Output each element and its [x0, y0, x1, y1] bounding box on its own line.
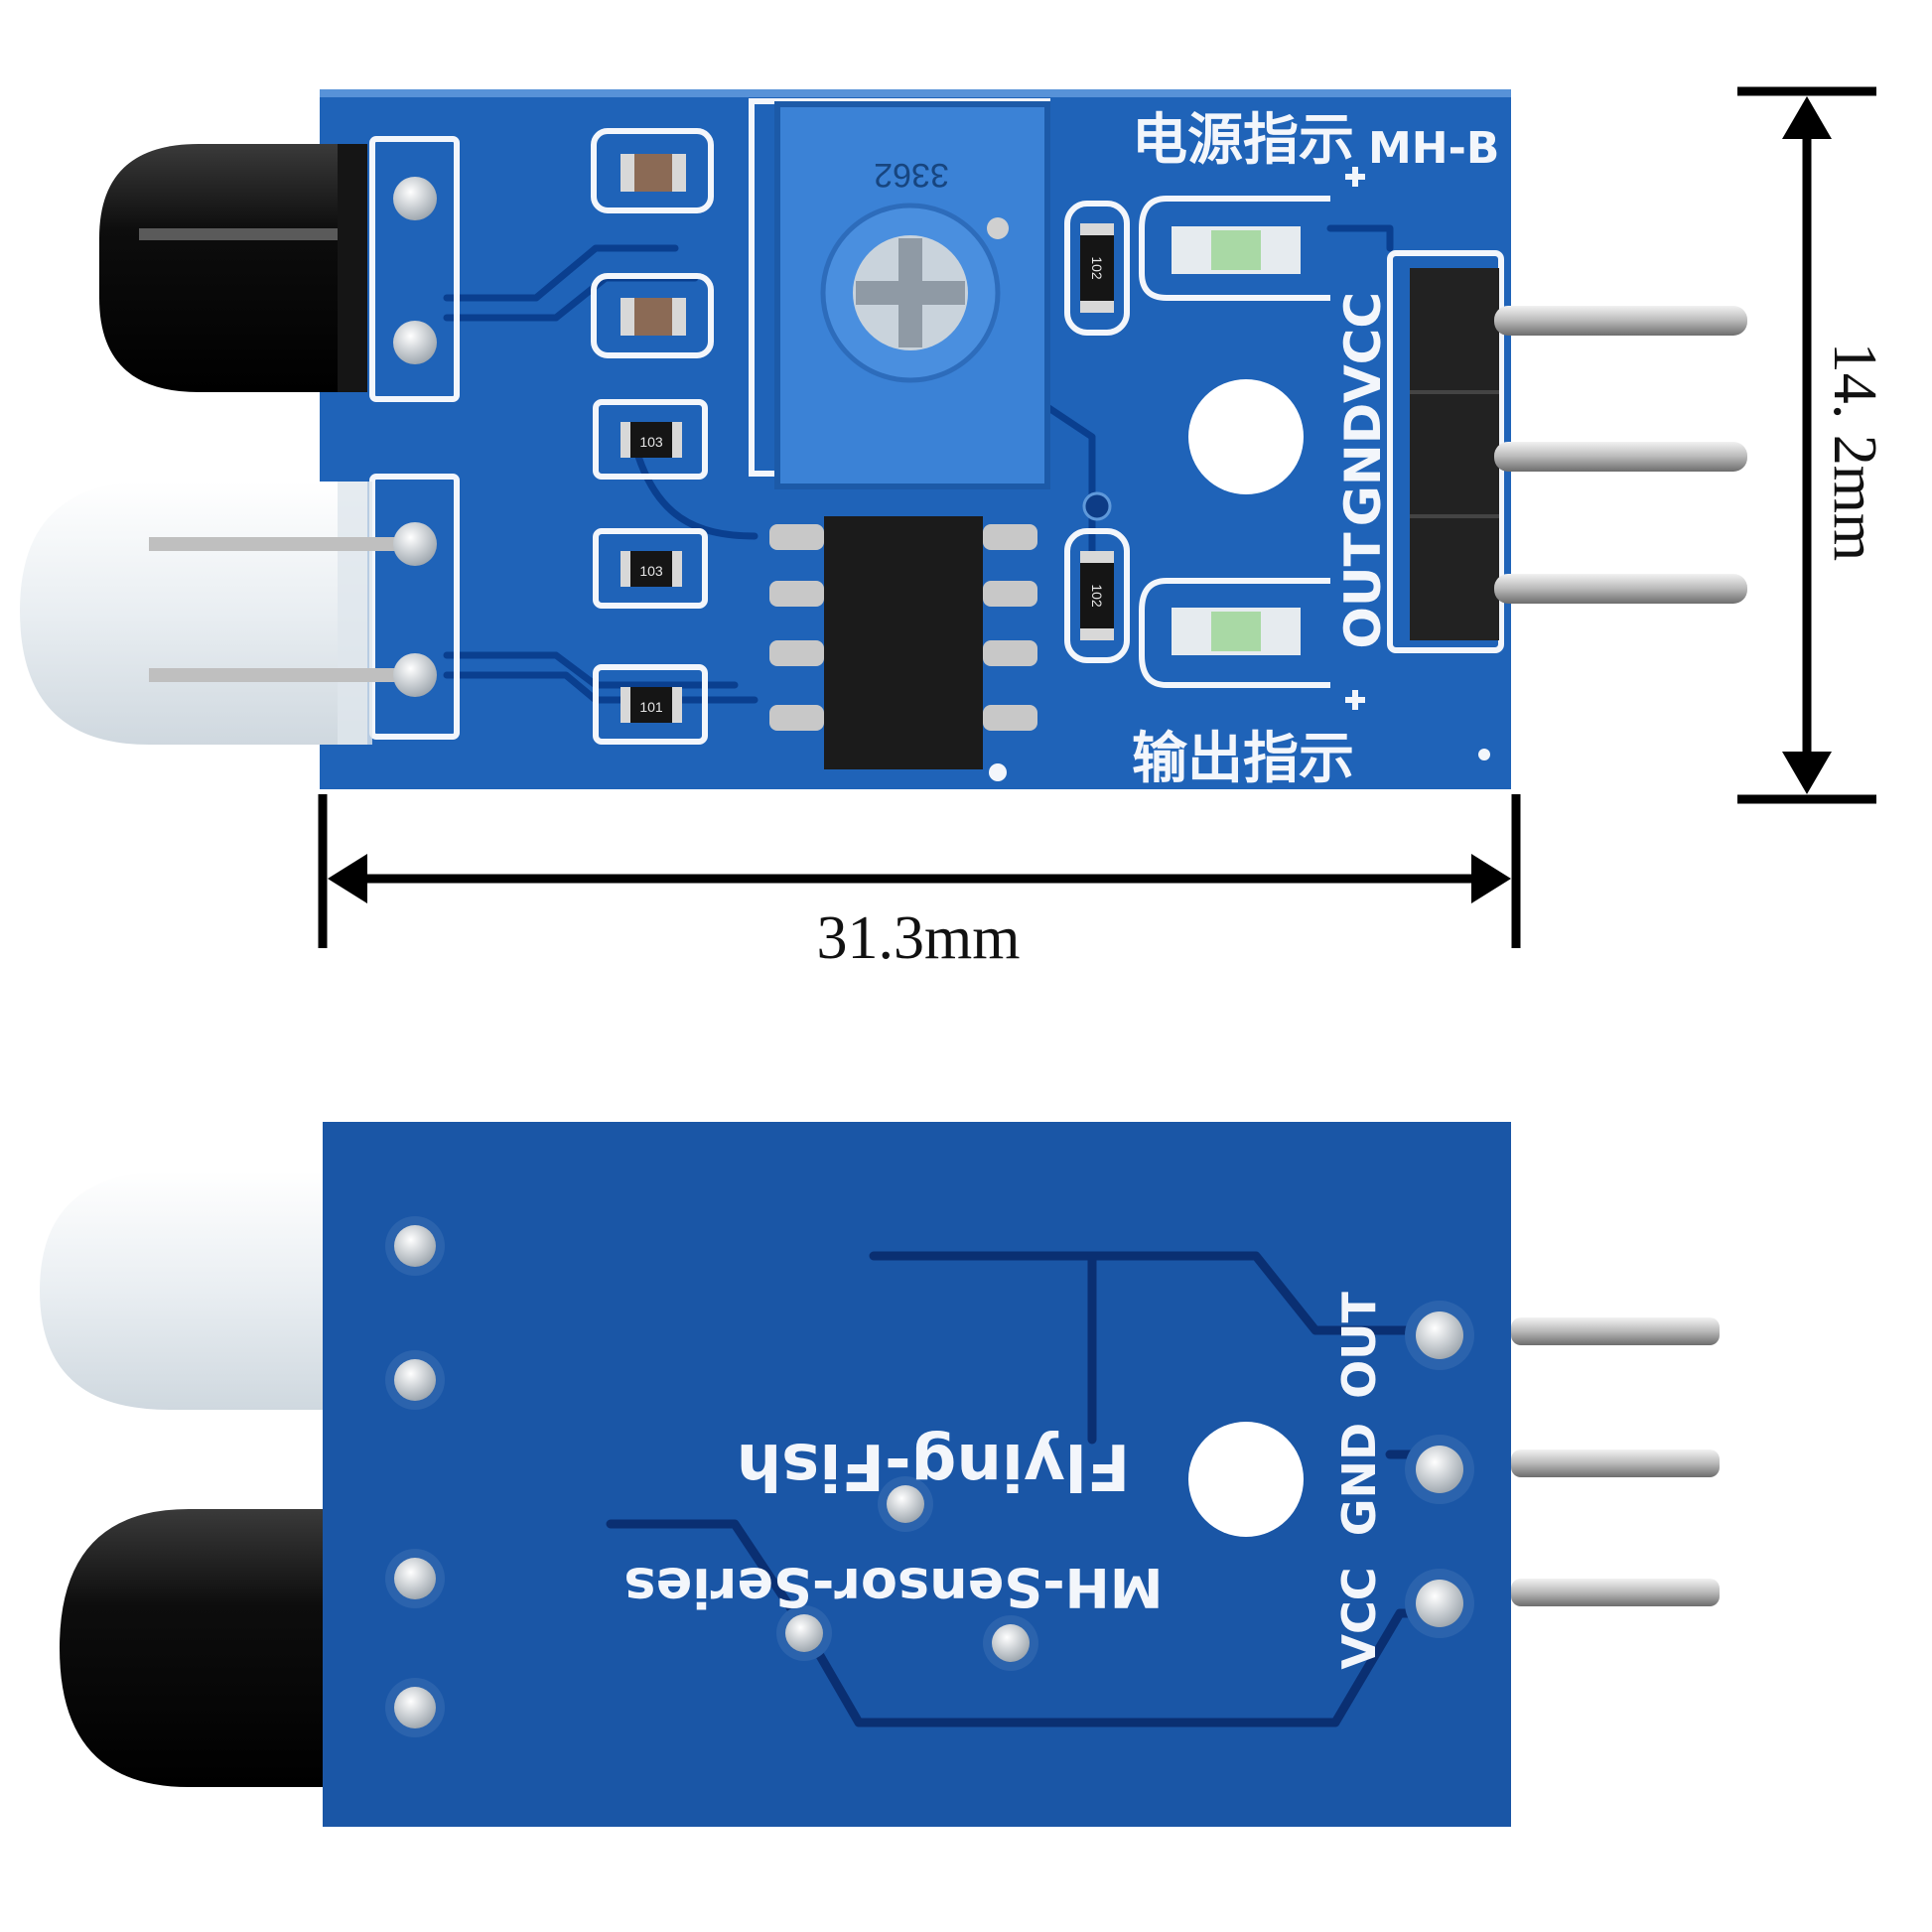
smd-capacitor	[591, 128, 714, 213]
smd-resistor: 103	[593, 528, 708, 609]
width-label: 31.3mm	[817, 904, 1021, 972]
pin-label-vcc: VCC	[1332, 1567, 1386, 1669]
mounting-hole	[1188, 379, 1304, 494]
resistor-marking: 103	[639, 434, 663, 450]
bottom-pcb	[323, 1122, 1511, 1827]
bottom-board: Flying-Fish MH-Sensor-Series VCC GND OUT	[40, 1122, 1720, 1827]
ir-receiver-black-led	[60, 1509, 333, 1787]
output-indicator-led	[1139, 578, 1330, 688]
resistor-marking: 102	[1089, 584, 1105, 608]
series-label: MH-Sensor-Series	[623, 1556, 1163, 1618]
pin-label-vcc: VCC	[1334, 292, 1392, 403]
ir-emitter-clear-led	[20, 482, 427, 745]
solder-pad	[983, 1615, 1038, 1671]
solder-pad	[385, 1549, 445, 1608]
power-indicator-led	[1139, 196, 1330, 301]
smd-resistor: 103	[593, 399, 708, 480]
resistor-marking: 103	[639, 563, 663, 579]
brand-label: Flying-Fish	[737, 1429, 1131, 1502]
height-dimension: 14. 2mm	[1737, 86, 1888, 804]
smd-resistor: 101	[593, 664, 708, 745]
output-indicator-label: 输出指示	[1132, 727, 1354, 791]
power-indicator-label: 电源指示	[1132, 108, 1354, 173]
header-pin-gnd	[1494, 442, 1747, 472]
solder-pad	[385, 1216, 445, 1276]
solder-pad	[385, 1350, 445, 1410]
solder-pad	[878, 1476, 933, 1532]
pin-label-out: OUT	[1334, 532, 1392, 648]
solder-pad	[1405, 1435, 1474, 1504]
smd-resistor: 102	[1064, 201, 1130, 336]
pin-header	[1387, 250, 1747, 653]
resistor-marking: 101	[639, 699, 663, 715]
header-pin	[1511, 1449, 1720, 1477]
ir-emitter-clear-led	[40, 1172, 333, 1410]
solder-pad	[1405, 1301, 1474, 1370]
header-pin	[1511, 1317, 1720, 1345]
solder-pad	[776, 1605, 832, 1661]
pin-label-gnd: GND	[1334, 403, 1392, 526]
top-board: 103 103 101 3362	[20, 89, 1747, 791]
pin-label-gnd: GND	[1332, 1423, 1386, 1536]
height-label: 14. 2mm	[1821, 343, 1888, 561]
width-dimension: 31.3mm	[318, 794, 1521, 972]
mounting-hole	[1188, 1422, 1304, 1537]
smd-resistor: 102	[1064, 528, 1130, 663]
smd-capacitor	[591, 273, 714, 358]
header-pin	[1511, 1579, 1720, 1606]
solder-pad	[385, 1678, 445, 1737]
pin-label-out: OUT	[1332, 1291, 1386, 1398]
ir-receiver-black-led	[99, 144, 367, 392]
model-label: MH-B	[1368, 123, 1499, 174]
solder-pad	[1405, 1569, 1474, 1638]
resistor-marking: 102	[1089, 256, 1105, 280]
header-pin-out	[1494, 574, 1747, 604]
header-pin-vcc	[1494, 306, 1747, 336]
pot-marking: 3362	[874, 156, 949, 194]
comparator-ic	[769, 516, 1037, 781]
trim-potentiometer: 3362	[774, 101, 1050, 489]
